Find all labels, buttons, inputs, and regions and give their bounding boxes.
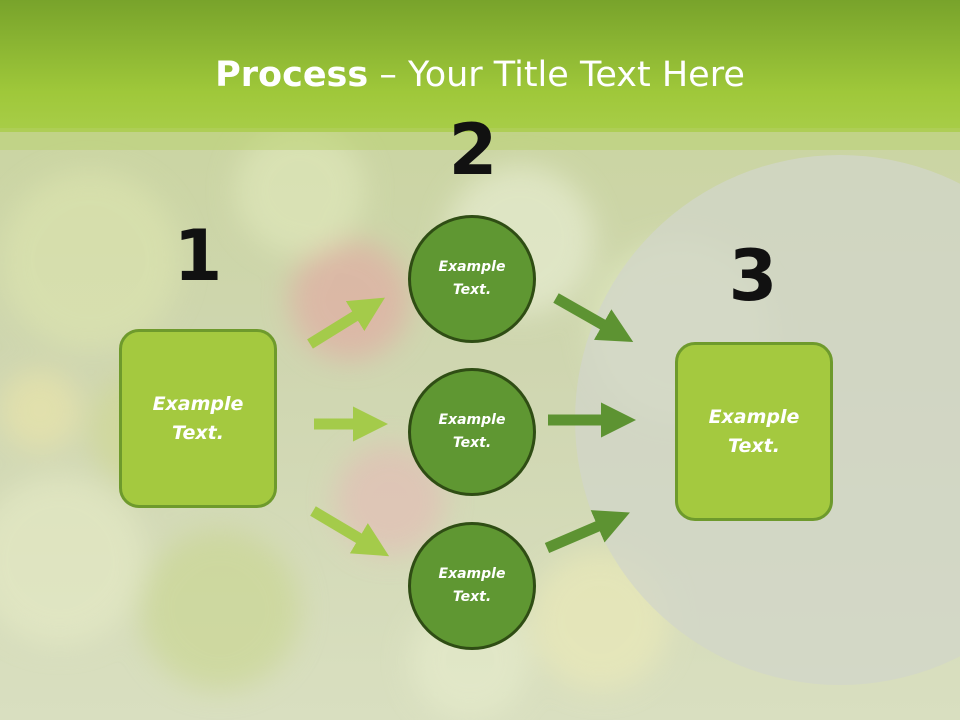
- step-number-1: 1: [173, 215, 223, 297]
- step-1-label: Example Text.: [152, 392, 244, 444]
- step-1-box: Example Text.: [119, 329, 277, 508]
- step-number-2: 2: [448, 109, 498, 191]
- arrow-2-top-to-3: [553, 293, 634, 342]
- step-3-label: Example Text.: [708, 405, 800, 457]
- title-bold: Process: [215, 55, 369, 95]
- arrow-2-bottom-to-3: [544, 510, 630, 554]
- step-2-label-middle: Example Text.: [438, 412, 506, 451]
- step-2-circle-middle: Example Text.: [408, 368, 536, 496]
- title-rest: – Your Title Text Here: [368, 55, 745, 95]
- step-number-3: 3: [728, 235, 778, 317]
- arrow-1-to-2-top: [307, 297, 385, 349]
- step-2-circle-top: Example Text.: [408, 215, 536, 343]
- step-2-circle-bottom: Example Text.: [408, 522, 536, 650]
- step-2-label-bottom: Example Text.: [438, 566, 506, 605]
- step-2-label-top: Example Text.: [438, 259, 506, 298]
- step-3-box: Example Text.: [675, 342, 833, 521]
- slide-title: Process – Your Title Text Here: [0, 52, 960, 98]
- arrow-1-to-2-bottom: [310, 506, 390, 557]
